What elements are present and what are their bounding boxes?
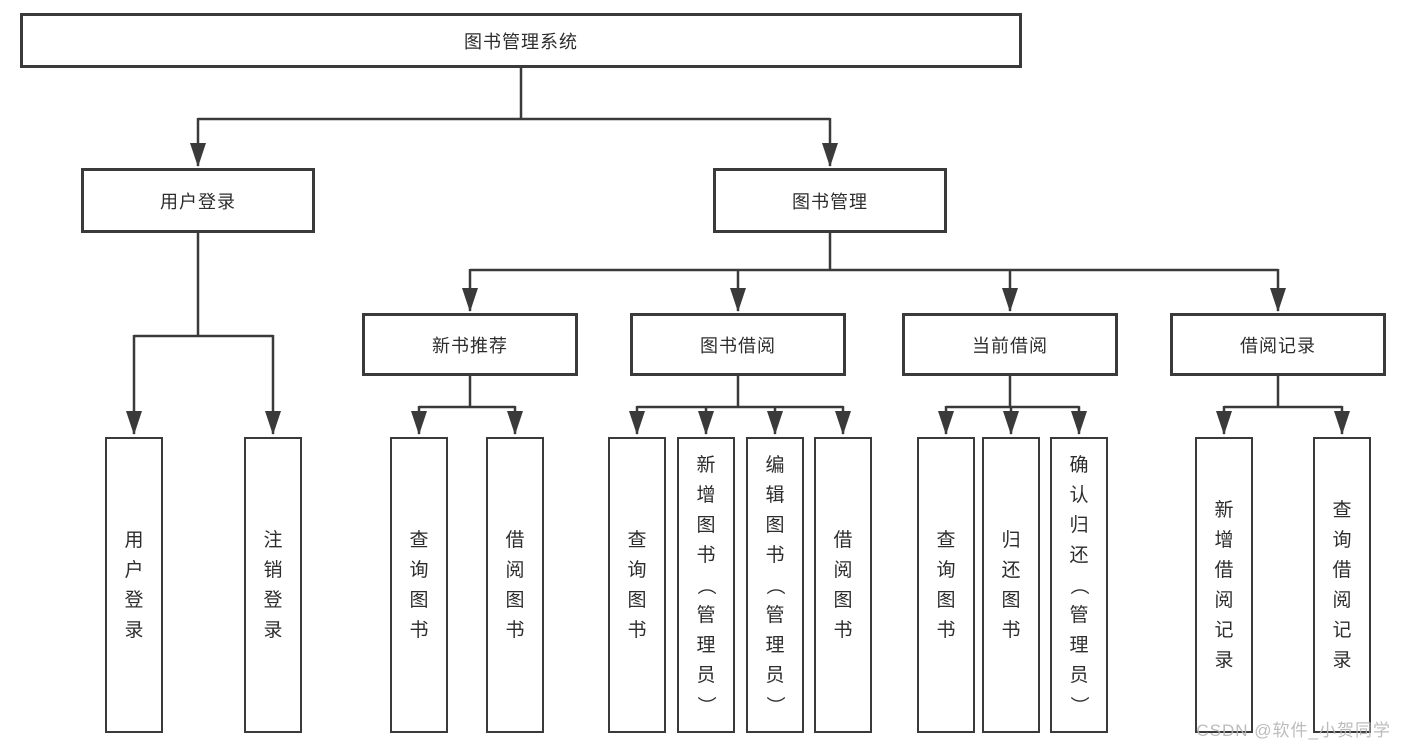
node-borrow-records: 借阅记录 (1170, 313, 1386, 376)
leaf-edit-book-admin: 编辑图书（管理员） (746, 437, 804, 733)
leaf-add-book-admin: 新增图书（管理员） (677, 437, 735, 733)
node-root-label: 图书管理系统 (464, 31, 578, 52)
leaf-edit-book-admin-label: 编辑图书（管理员） (764, 454, 786, 715)
leaf-user-login-label: 用户登录 (124, 529, 144, 641)
leaf-logout: 注销登录 (244, 437, 302, 733)
leaf-query-borrow-record: 查询借阅记录 (1313, 437, 1371, 733)
leaf-query-borrow-record-label: 查询借阅记录 (1332, 499, 1352, 671)
leaf-user-login: 用户登录 (105, 437, 163, 733)
leaf-current-query-books: 查询图书 (917, 437, 975, 733)
node-user-login: 用户登录 (81, 168, 315, 233)
node-root: 图书管理系统 (20, 13, 1022, 68)
node-current-borrow: 当前借阅 (902, 313, 1118, 376)
leaf-return-book: 归还图书 (982, 437, 1040, 733)
leaf-borrow-query-books-label: 查询图书 (627, 529, 647, 641)
leaf-add-borrow-record: 新增借阅记录 (1195, 437, 1253, 733)
leaf-logout-label: 注销登录 (263, 529, 283, 641)
node-borrow-records-label: 借阅记录 (1240, 335, 1316, 356)
node-current-borrow-label: 当前借阅 (972, 335, 1048, 356)
node-new-book-recommend: 新书推荐 (362, 313, 578, 376)
leaf-return-book-label: 归还图书 (1001, 529, 1021, 641)
node-book-borrow: 图书借阅 (630, 313, 846, 376)
node-user-login-label: 用户登录 (160, 191, 236, 212)
leaf-recommend-query-books-label: 查询图书 (409, 529, 429, 641)
leaf-confirm-return-admin-label: 确认归还（管理员） (1068, 454, 1090, 715)
leaf-add-borrow-record-label: 新增借阅记录 (1214, 499, 1234, 671)
leaf-current-query-books-label: 查询图书 (936, 529, 956, 641)
leaf-borrow-borrow-books: 借阅图书 (814, 437, 872, 733)
leaf-recommend-borrow-books-label: 借阅图书 (505, 529, 525, 641)
node-book-management: 图书管理 (713, 168, 947, 233)
node-book-borrow-label: 图书借阅 (700, 335, 776, 356)
leaf-add-book-admin-label: 新增图书（管理员） (695, 454, 717, 715)
leaf-borrow-borrow-books-label: 借阅图书 (833, 529, 853, 641)
leaf-confirm-return-admin: 确认归还（管理员） (1050, 437, 1108, 733)
leaf-borrow-query-books: 查询图书 (608, 437, 666, 733)
leaf-recommend-query-books: 查询图书 (390, 437, 448, 733)
leaf-recommend-borrow-books: 借阅图书 (486, 437, 544, 733)
node-new-book-recommend-label: 新书推荐 (432, 335, 508, 356)
node-book-management-label: 图书管理 (792, 191, 868, 212)
